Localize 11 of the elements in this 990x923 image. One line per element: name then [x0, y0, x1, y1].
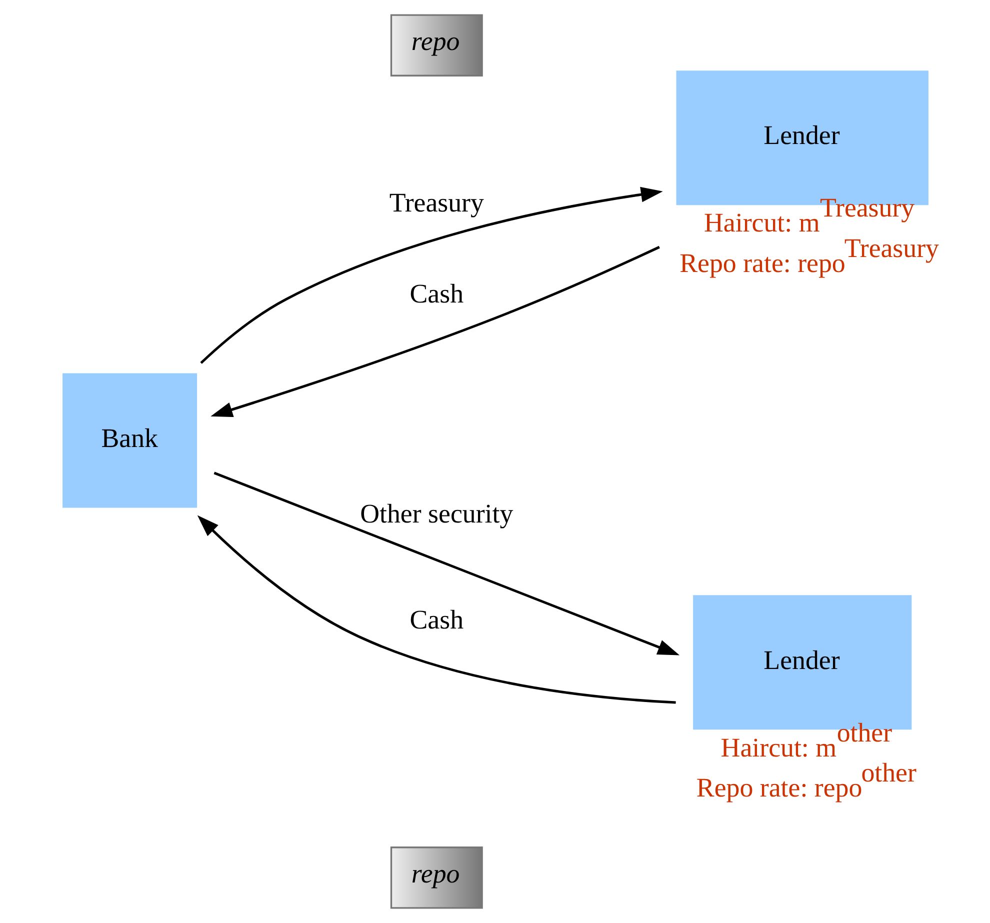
- edge-label: Cash: [409, 278, 464, 308]
- arrow: [210, 246, 660, 418]
- edge-label: Other security: [360, 498, 513, 529]
- arrow: [200, 186, 662, 364]
- node-box: Bank: [62, 373, 197, 508]
- node-box: repo: [390, 14, 482, 76]
- arrow: [196, 515, 676, 704]
- edge-label: Treasury: [388, 187, 484, 218]
- arrow: [213, 472, 680, 656]
- edge-label: Cash: [409, 604, 464, 634]
- node-box: repo: [390, 846, 482, 909]
